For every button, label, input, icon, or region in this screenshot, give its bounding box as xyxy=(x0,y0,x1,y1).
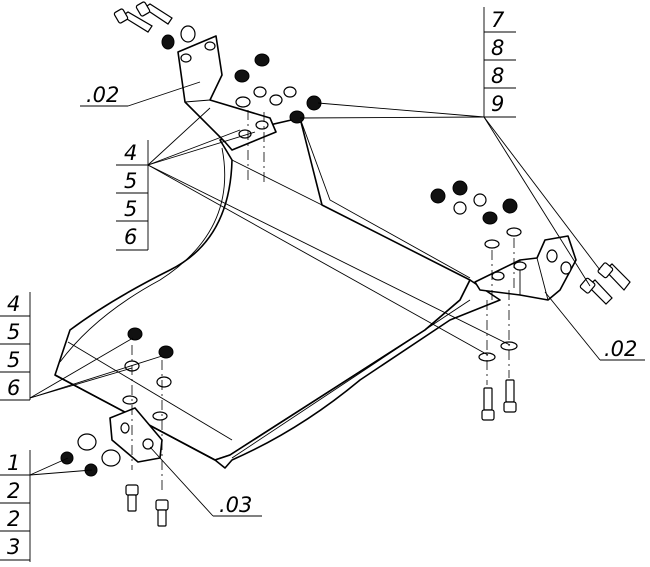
label-mid-left-3: 6 xyxy=(7,376,20,400)
top-bolts xyxy=(113,1,196,50)
right-bracket xyxy=(474,235,577,301)
label-mid-left-1: 5 xyxy=(7,320,20,344)
label-top-right-2: 8 xyxy=(491,64,504,88)
label-stack-upper-left: 4 5 5 6 xyxy=(116,140,149,251)
label-upper-left-0: 4 xyxy=(124,141,137,165)
label-top-right-0: 7 xyxy=(491,8,505,32)
bottom-right-hardware xyxy=(478,290,518,421)
label-mid-left-0: 4 xyxy=(7,292,20,316)
label-upper-left-1: 5 xyxy=(124,169,137,193)
ref-03: .03 xyxy=(219,493,252,517)
label-stack-bottom-left: 1 2 2 3 xyxy=(0,450,31,562)
label-top-right-1: 8 xyxy=(491,36,504,60)
label-upper-left-2: 5 xyxy=(124,197,137,221)
label-upper-left-3: 6 xyxy=(124,225,137,249)
skid-plate xyxy=(54,117,501,469)
label-stack-mid-left: 4 5 5 6 xyxy=(0,292,31,401)
label-top-right-3: 9 xyxy=(491,92,504,116)
top-hardware xyxy=(234,53,322,182)
label-bottom-left-1: 2 xyxy=(7,479,20,503)
ref-02-right: .02 xyxy=(604,337,637,361)
right-hardware xyxy=(430,180,631,305)
leader-lines xyxy=(29,81,645,517)
label-bottom-left-3: 3 xyxy=(7,535,20,559)
ref-02-top: .02 xyxy=(86,83,119,107)
label-bottom-left-0: 1 xyxy=(7,451,20,475)
label-stack-top-right: 7 8 8 9 xyxy=(483,7,516,118)
label-mid-left-2: 5 xyxy=(7,348,20,372)
label-bottom-left-2: 2 xyxy=(7,507,20,531)
